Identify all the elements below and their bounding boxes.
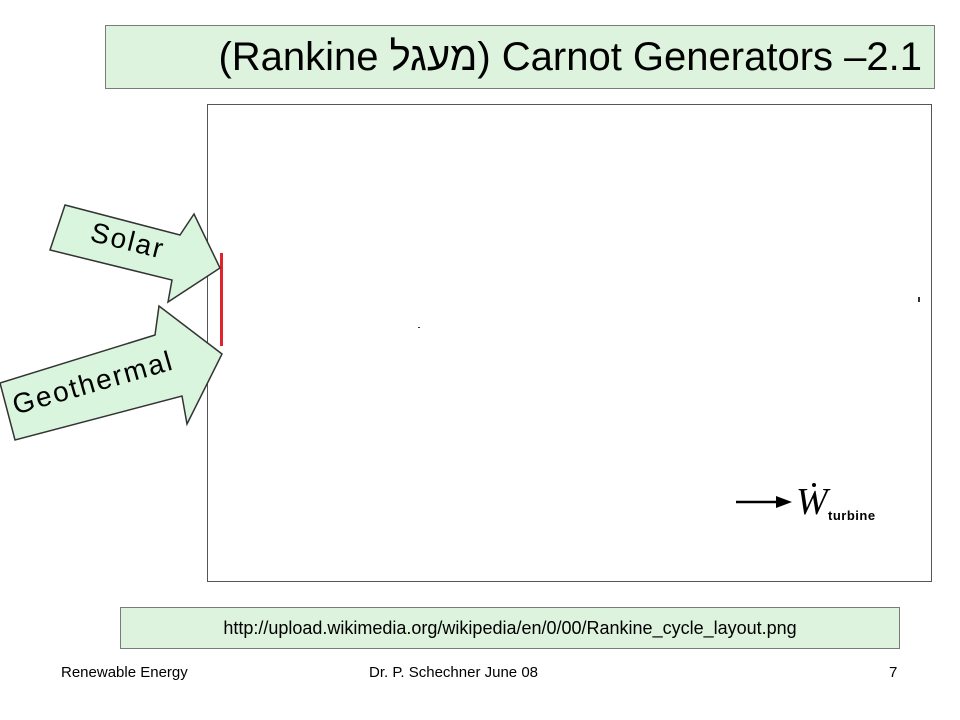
- slide-title: (Rankine מעגל) Carnot Generators –2.1: [218, 34, 922, 79]
- work-arrow-icon: [736, 496, 792, 508]
- footer-course: Renewable Energy: [61, 664, 188, 681]
- footer-page-number: 7: [889, 664, 898, 681]
- rankine-figure-frame: [207, 104, 932, 582]
- work-subscript: turbine: [828, 508, 876, 523]
- figure-speck: [418, 327, 420, 328]
- slide-title-box: (Rankine מעגל) Carnot Generators –2.1: [105, 25, 935, 89]
- heat-input-bar: [220, 253, 223, 346]
- footer-author-date: Dr. P. Schechner June 08: [369, 664, 538, 681]
- work-symbol: W: [796, 481, 828, 523]
- source-url-box: http://upload.wikimedia.org/wikipedia/en…: [120, 607, 900, 649]
- work-rate-dot: [812, 483, 816, 487]
- figure-speck: [918, 297, 920, 302]
- source-url[interactable]: http://upload.wikimedia.org/wikipedia/en…: [223, 617, 797, 638]
